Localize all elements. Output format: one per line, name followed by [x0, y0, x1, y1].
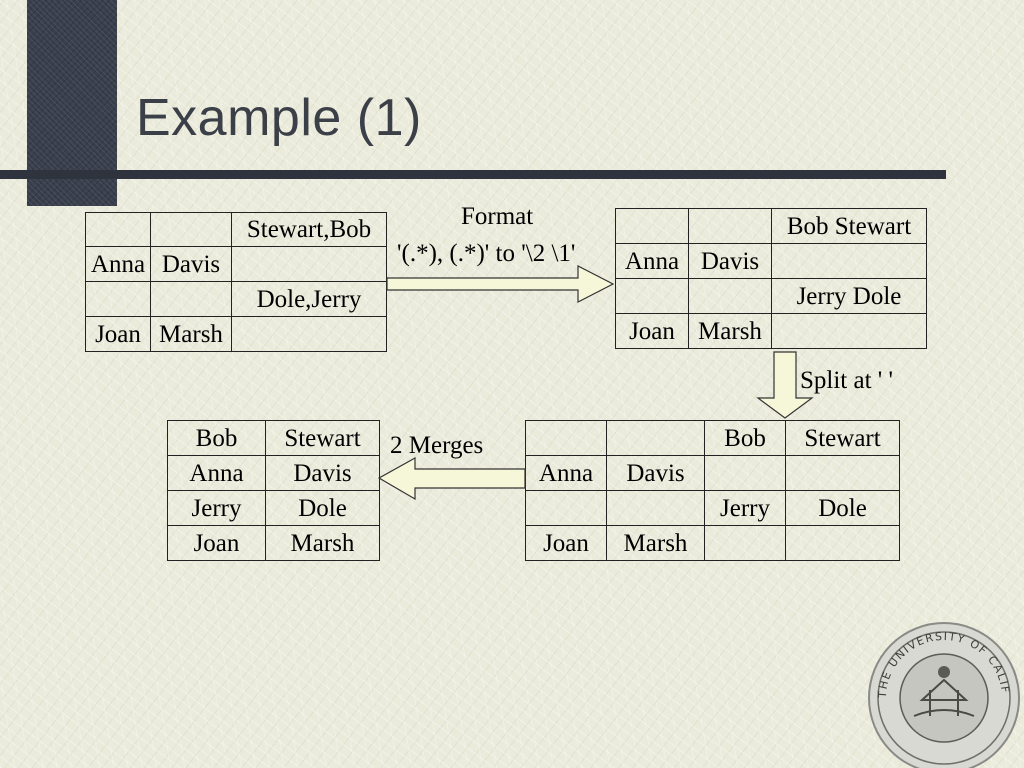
table-cell: Joan: [85, 316, 151, 352]
table-cell: Jerry Dole: [771, 278, 927, 314]
table-cell: Dole: [785, 490, 900, 526]
table-cell: [704, 455, 786, 491]
table-cell: Stewart: [785, 420, 900, 456]
format-arrow: [386, 265, 615, 303]
table-cell: Marsh: [265, 525, 380, 561]
university-seal-logo: THE UNIVERSITY OF CALIFORNIA: [864, 620, 1020, 768]
table-cell: [785, 525, 900, 561]
table-cell: [704, 525, 786, 561]
table-cell: [615, 208, 689, 244]
table-cell: [771, 313, 927, 349]
table-cell: Bob Stewart: [771, 208, 927, 244]
table-cell: Joan: [167, 525, 266, 561]
table-cell: Anna: [167, 455, 266, 491]
table-cell: Joan: [615, 313, 689, 349]
table-split: Bob Stewart Anna Davis Jerry Dole Joan M…: [525, 420, 900, 561]
table-cell: Anna: [525, 455, 607, 491]
merge-arrow: [377, 456, 526, 501]
table-cell: Dole,Jerry: [231, 281, 387, 317]
table-cell: [525, 420, 607, 456]
slide-title: Example (1): [136, 89, 422, 147]
table-cell: Marsh: [150, 316, 232, 352]
table-cell: Joan: [525, 525, 607, 561]
table-cell: Davis: [606, 455, 705, 491]
table-cell: Davis: [265, 455, 380, 491]
table-formatted: Bob Stewart Anna Davis Jerry Dole Joan M…: [615, 208, 927, 349]
table-cell: [231, 316, 387, 352]
table-cell: [606, 490, 705, 526]
table-cell: Stewart,Bob: [231, 212, 387, 247]
title-rule: [0, 170, 946, 179]
merge-label: 2 Merges: [390, 432, 484, 459]
table-cell: Bob: [704, 420, 786, 456]
table-merged: Bob Stewart Anna Davis Jerry Dole Joan M…: [167, 420, 380, 561]
table-cell: [150, 212, 232, 247]
table-original: Stewart,Bob Anna Davis Dole,Jerry Joan M…: [85, 212, 387, 352]
format-label: Format: [461, 203, 534, 230]
split-arrow: [756, 351, 814, 419]
table-cell: Stewart: [265, 420, 380, 456]
table-cell: Dole: [265, 490, 380, 526]
table-cell: Marsh: [606, 525, 705, 561]
table-cell: Anna: [615, 243, 689, 279]
split-label: Split at ' ': [800, 367, 894, 394]
format-expression: '(.*), (.*)' to '\2 \1': [397, 240, 576, 267]
table-cell: Marsh: [688, 313, 772, 349]
